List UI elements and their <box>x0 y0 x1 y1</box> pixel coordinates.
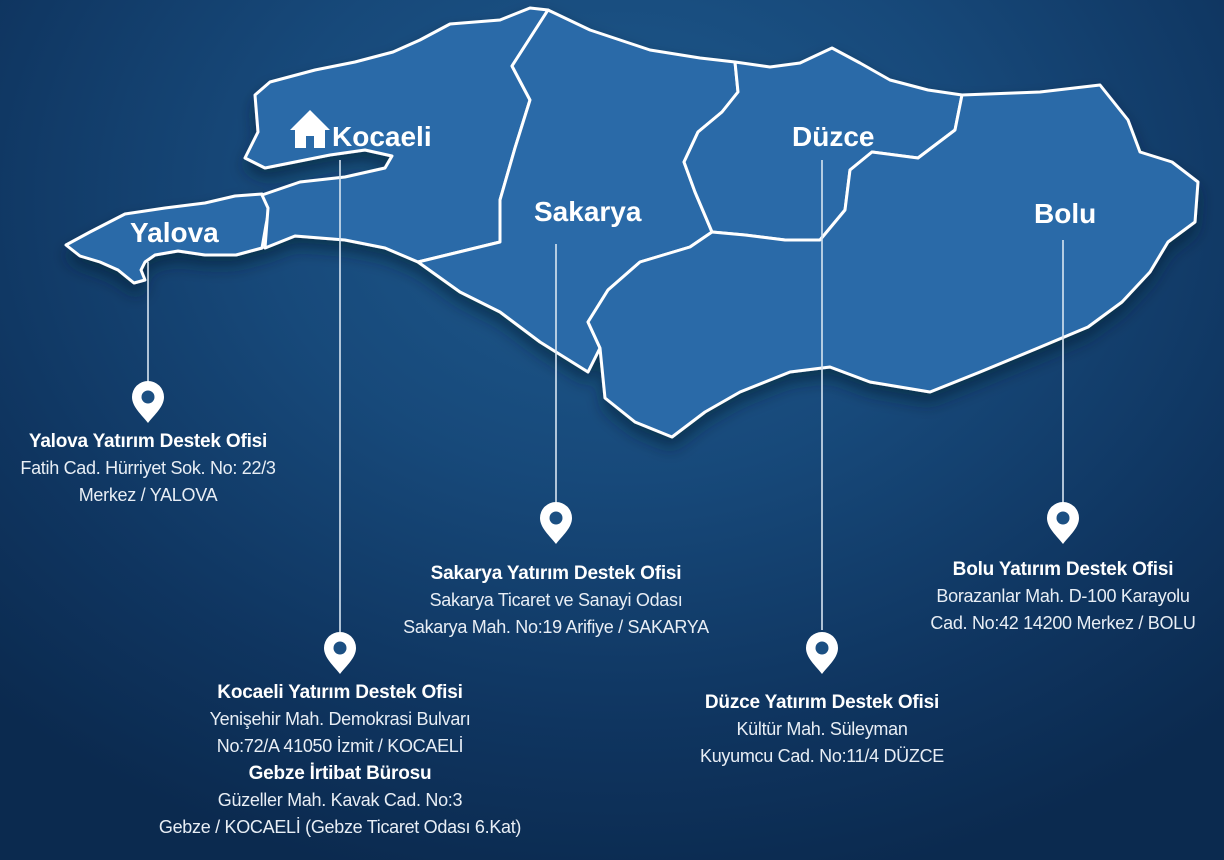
location-pin-icon[interactable] <box>540 502 572 544</box>
office-address-line: Fatih Cad. Hürriyet Sok. No: 22/3 <box>20 458 276 478</box>
region-label-duzce: Düzce <box>792 121 874 152</box>
office-address-line: Kültür Mah. Süleyman <box>736 719 908 739</box>
location-pin-icon[interactable] <box>324 632 356 674</box>
location-pin-icon[interactable] <box>132 381 164 423</box>
office-address-line: Yenişehir Mah. Demokrasi Bulvarı <box>209 709 471 729</box>
office-duzce: Düzce Yatırım Destek Ofisi Kültür Mah. S… <box>700 689 944 770</box>
office-address-line: Kuyumcu Cad. No:11/4 DÜZCE <box>700 746 944 766</box>
location-pin-icon[interactable] <box>806 632 838 674</box>
office-address-line: Gebze / KOCAELİ (Gebze Ticaret Odası 6.K… <box>158 817 522 837</box>
province-bolu[interactable] <box>586 83 1200 439</box>
office-address-line: Merkez / YALOVA <box>78 485 218 505</box>
office-name: Düzce Yatırım Destek Ofisi <box>704 692 940 713</box>
office-name: Yalova Yatırım Destek Ofisi <box>28 431 268 452</box>
provinces <box>64 6 1200 439</box>
region-label-kocaeli: Kocaeli <box>332 121 432 152</box>
home-icon <box>290 110 330 148</box>
office-bolu: Bolu Yatırım Destek Ofisi Borazanlar Mah… <box>930 556 1195 637</box>
leader-lines <box>147 160 1064 632</box>
province-yalova[interactable] <box>64 192 272 285</box>
office-address-line: Sakarya Ticaret ve Sanayi Odası <box>429 590 683 610</box>
office-address-line: No:72/A 41050 İzmit / KOCAELİ <box>216 736 464 756</box>
office-name: Bolu Yatırım Destek Ofisi <box>952 559 1174 580</box>
office-address-line: Güzeller Mah. Kavak Cad. No:3 <box>217 790 463 810</box>
region-label-sakarya: Sakarya <box>534 196 642 227</box>
location-pin-icon[interactable] <box>1047 502 1079 544</box>
office-address-line: Cad. No:42 14200 Merkez / BOLU <box>930 613 1196 633</box>
region-label-bolu: Bolu <box>1034 198 1096 229</box>
office-name: Kocaeli Yatırım Destek Ofisi <box>217 682 463 703</box>
office-name-gebze: Gebze İrtibat Bürosu <box>248 763 432 784</box>
office-yalova: Yalova Yatırım Destek Ofisi Fatih Cad. H… <box>20 428 276 509</box>
province-kocaeli[interactable] <box>243 6 550 264</box>
office-address-line: Sakarya Mah. No:19 Arifiye / SAKARYA <box>403 617 709 637</box>
region-label-yalova: Yalova <box>130 217 219 248</box>
office-name: Sakarya Yatırım Destek Ofisi <box>430 563 682 584</box>
office-sakarya: Sakarya Yatırım Destek Ofisi Sakarya Tic… <box>403 560 709 641</box>
office-address-line: Borazanlar Mah. D-100 Karayolu <box>936 586 1190 606</box>
office-kocaeli: Kocaeli Yatırım Destek Ofisi Yenişehir M… <box>158 679 522 841</box>
